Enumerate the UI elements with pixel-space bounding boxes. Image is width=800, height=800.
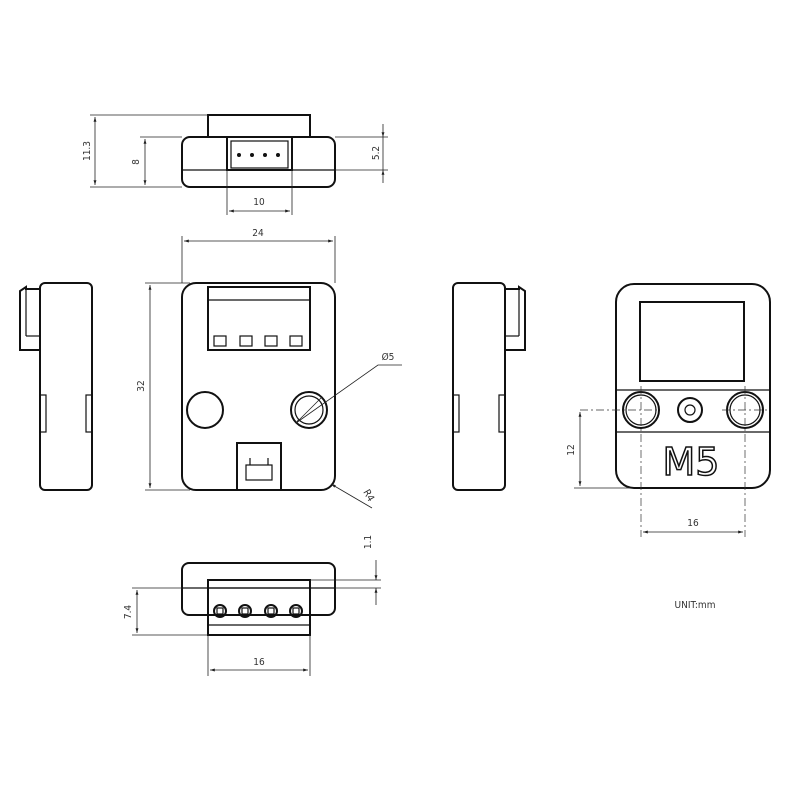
dim-connector-height: 5.2 <box>371 146 382 160</box>
right-side-view <box>452 282 526 491</box>
bottom-view: 1.1 7.4 16 <box>123 535 381 676</box>
back-view: M5 12 16 <box>566 283 771 537</box>
dim-body-height: 8 <box>131 159 142 165</box>
unit-label: UNIT:mm <box>675 600 716 611</box>
front-view: 24 32 Ø5 R4 <box>136 228 402 509</box>
dim-back-hole-spacing: 16 <box>687 518 699 529</box>
dim-front-width: 24 <box>252 228 264 239</box>
dim-front-height: 32 <box>136 380 147 391</box>
left-side-view <box>19 282 93 491</box>
top-view: 11.3 8 5.2 10 <box>82 114 388 215</box>
dim-bottom-offset: 1.1 <box>363 535 374 549</box>
dim-back-hole-height: 12 <box>566 444 577 455</box>
dim-total-height: 11.3 <box>82 141 93 161</box>
dim-bottom-connector-width: 16 <box>253 657 265 668</box>
dim-hole-diameter: Ø5 <box>382 351 395 363</box>
dim-connector-width: 10 <box>253 197 265 208</box>
dim-corner-radius: R4 <box>360 488 376 504</box>
dim-bottom-connector-height: 7.4 <box>123 605 134 620</box>
m5-logo: M5 <box>663 440 720 484</box>
